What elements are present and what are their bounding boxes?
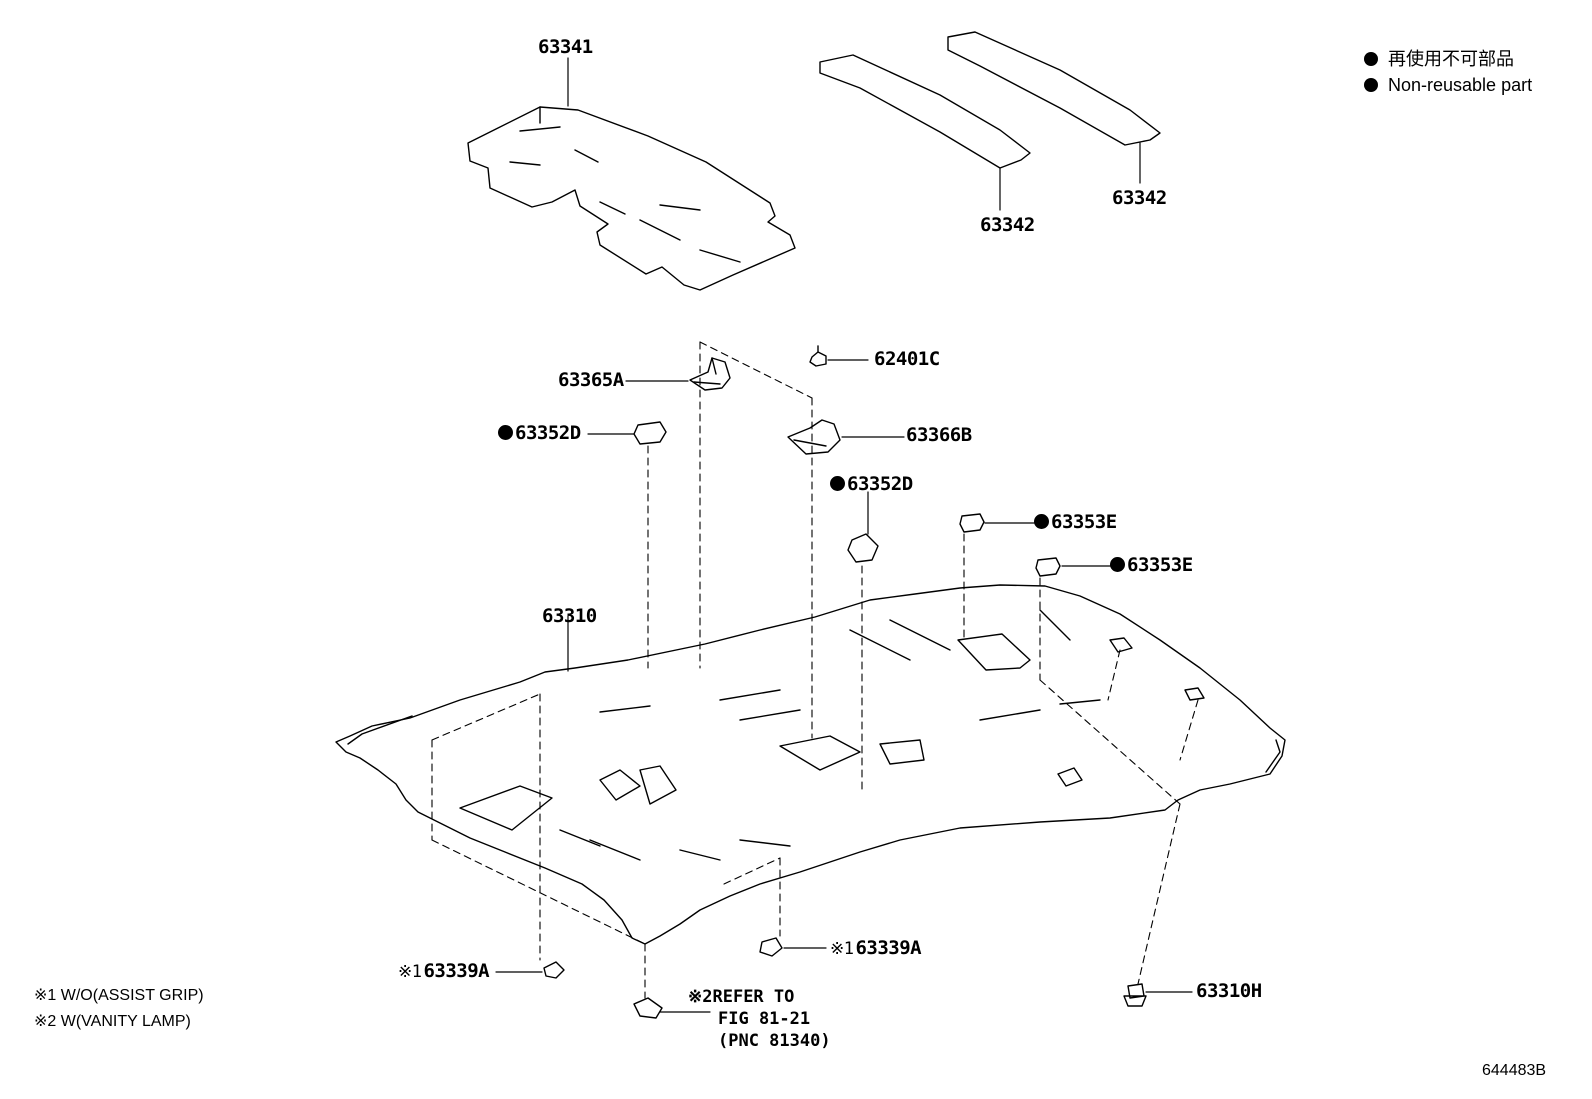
strip-63342-b bbox=[947, 31, 1161, 184]
label-63339A-b-text: 63339A bbox=[855, 937, 922, 959]
label-63366B: 63366B bbox=[906, 424, 972, 446]
legend-jp: 再使用不可部品 bbox=[1364, 50, 1514, 68]
label-63352D-b-text: 63352D bbox=[847, 473, 913, 495]
refer-to-block: ※2REFER TO bbox=[688, 986, 794, 1008]
label-63353E-a: 63353E bbox=[1034, 513, 1117, 532]
label-63310: 63310 bbox=[542, 605, 597, 627]
label-63352D-a: 63352D bbox=[498, 424, 581, 443]
label-62401C: 62401C bbox=[874, 348, 940, 370]
label-63352D-a-text: 63352D bbox=[515, 422, 581, 444]
pad-63352D-b bbox=[847, 491, 879, 563]
refer-line-3: (PNC 81340) bbox=[718, 1031, 831, 1051]
legend-dot-icon bbox=[1364, 78, 1378, 92]
label-63341: 63341 bbox=[538, 36, 593, 58]
label-63310H: 63310H bbox=[1196, 980, 1262, 1002]
assembly-lines bbox=[431, 341, 1199, 999]
label-63365A: 63365A bbox=[558, 369, 624, 391]
vanity-lamp-part bbox=[633, 997, 711, 1019]
strip-63342-a bbox=[819, 54, 1031, 211]
refer-line-2-wrap: FIG 81-21 bbox=[718, 1008, 810, 1030]
label-63342-a: 63342 bbox=[980, 214, 1035, 236]
label-63339A-a-text: 63339A bbox=[423, 960, 490, 982]
clip-63339A-a bbox=[495, 961, 565, 979]
pad-63353E-a bbox=[959, 513, 1041, 533]
bracket-63365A bbox=[625, 357, 731, 391]
label-63353E-a-text: 63353E bbox=[1051, 511, 1117, 533]
label-63352D-b: 63352D bbox=[830, 475, 913, 494]
footnote-2: ※2 W(VANITY LAMP) bbox=[34, 1013, 191, 1030]
pad-63352D-a bbox=[587, 421, 667, 445]
refer-line-3-wrap: (PNC 81340) bbox=[718, 1030, 831, 1052]
label-63342-b: 63342 bbox=[1112, 187, 1167, 209]
non-reusable-dot bbox=[1034, 514, 1049, 529]
non-reusable-dot bbox=[830, 476, 845, 491]
legend-en-text: Non-reusable part bbox=[1388, 75, 1533, 95]
legend-dot-icon bbox=[1364, 52, 1378, 66]
label-63353E-b-text: 63353E bbox=[1127, 554, 1193, 576]
bracket-63366B bbox=[787, 419, 905, 455]
refer-line-1: REFER TO bbox=[712, 987, 795, 1007]
pad-63353E-b bbox=[1035, 557, 1117, 577]
label-63353E-b: 63353E bbox=[1110, 556, 1193, 575]
footnote-1: ※1 W/O(ASSIST GRIP) bbox=[34, 987, 204, 1004]
silencer-pad-63341 bbox=[467, 57, 796, 291]
legend-en: Non-reusable part bbox=[1364, 76, 1532, 94]
diagram-code: 644483B bbox=[1482, 1062, 1547, 1079]
non-reusable-dot bbox=[1110, 557, 1125, 572]
clip-63339A-b bbox=[759, 937, 827, 957]
ref-mark-1: ※1 bbox=[830, 939, 854, 959]
non-reusable-dot bbox=[498, 425, 513, 440]
headliner-63310 bbox=[335, 584, 1286, 945]
ref-mark-2: ※2 bbox=[688, 987, 713, 1007]
refer-line-2: FIG 81-21 bbox=[718, 1009, 811, 1029]
clip-63310H bbox=[1123, 983, 1193, 1007]
clip-62401C bbox=[809, 345, 869, 367]
legend-jp-text: 再使用不可部品 bbox=[1388, 49, 1514, 69]
ref-mark-1: ※1 bbox=[398, 962, 422, 982]
